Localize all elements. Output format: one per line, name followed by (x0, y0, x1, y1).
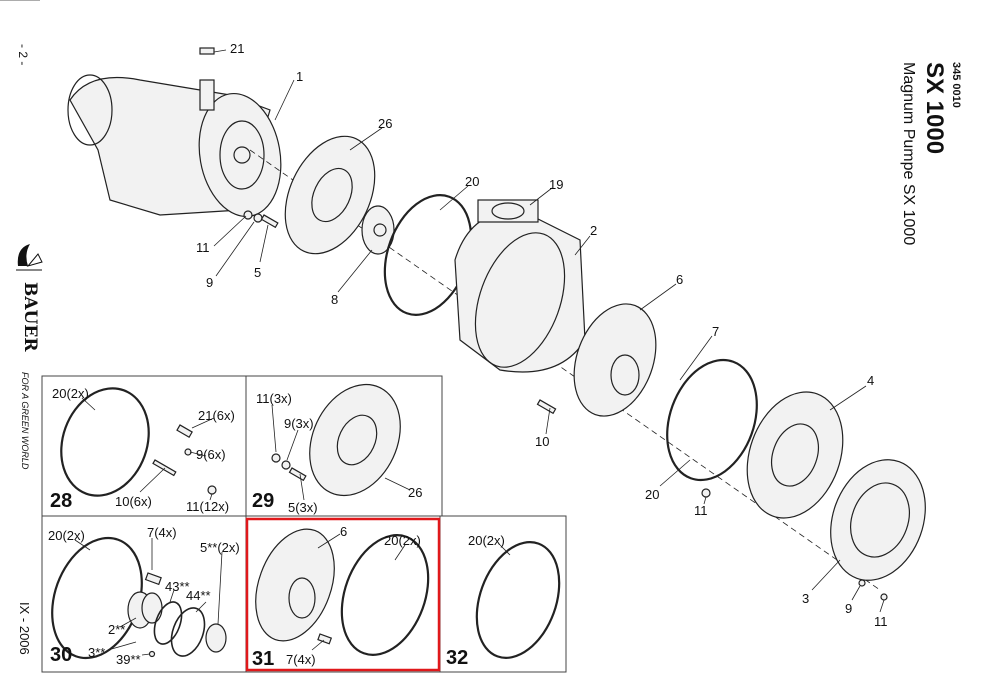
motor-part-1 (67, 74, 282, 218)
callout: 2** (108, 622, 125, 637)
seal-8 (361, 205, 395, 255)
callout: 19 (549, 177, 563, 192)
bauer-logo-icon (14, 240, 44, 272)
callout: 20(2x) (48, 528, 85, 543)
callout: 20(2x) (52, 386, 89, 401)
highlight-box (245, 517, 441, 672)
callout: 6 (676, 272, 683, 287)
callout: 6 (340, 524, 347, 539)
callout: 11 (694, 503, 708, 518)
callout: 7 (712, 324, 719, 339)
callout: 20 (645, 487, 659, 502)
callout: 20(2x) (384, 533, 421, 548)
kit-31: 31 6 20(2x) 7(4x) (245, 517, 441, 672)
kit-32: 32 20(2x) (446, 533, 561, 669)
callout: 26 (378, 116, 392, 131)
callout: 11 (196, 240, 210, 255)
kit-number: 30 (50, 644, 72, 666)
callout: 10 (535, 434, 549, 449)
cover-4 (746, 391, 844, 519)
callout: 8 (331, 292, 338, 307)
callout: 43** (165, 579, 190, 594)
callout: 11 (874, 614, 888, 629)
pump-housing-2 (454, 199, 586, 373)
callout: 20(2x) (468, 533, 505, 548)
o-ring-20-right (666, 358, 758, 482)
kit-28: 28 20(2x) 21(6x) 9(6x) 10(6x) 11(12x) (50, 386, 235, 514)
callout: 9(6x) (196, 447, 226, 462)
callout: 21 (230, 41, 244, 56)
callout: 26 (408, 485, 422, 500)
callout: 5**(2x) (200, 540, 240, 555)
callout: 3 (802, 591, 809, 606)
callout: 10(6x) (115, 494, 152, 509)
kit-30: 30 20(2x) 7(4x) 5**(2x) 43** 44** 2** 3*… (48, 525, 240, 667)
callout: 9(3x) (284, 416, 314, 431)
callout: 9 (845, 601, 852, 616)
callout: 7(4x) (286, 652, 316, 667)
callout: 11(12x) (186, 499, 229, 514)
callout: 2 (590, 223, 597, 238)
callout: 3** (88, 645, 105, 660)
kit-29: 29 11(3x) 9(3x) 26 5(3x) (252, 383, 422, 515)
callout: 5(3x) (288, 500, 318, 515)
callout: 4 (867, 373, 874, 388)
callout: 1 (296, 69, 303, 84)
kit-number: 29 (252, 490, 274, 512)
callout: 44** (186, 588, 211, 603)
wear-plate-26 (284, 135, 376, 255)
kit-number: 28 (50, 490, 72, 512)
callout: 20 (465, 174, 479, 189)
callout: 5 (254, 265, 261, 280)
callout: 11(3x) (256, 391, 292, 406)
main-callouts: 21 1 26 20 19 2 6 7 4 11 9 5 8 10 20 11 … (196, 41, 888, 629)
callout: 21(6x) (198, 408, 235, 423)
kit-number: 32 (446, 647, 468, 669)
callout: 9 (206, 275, 213, 290)
callout: 7(4x) (147, 525, 177, 540)
kit-number: 31 (252, 648, 274, 670)
callout: 39** (116, 652, 141, 667)
